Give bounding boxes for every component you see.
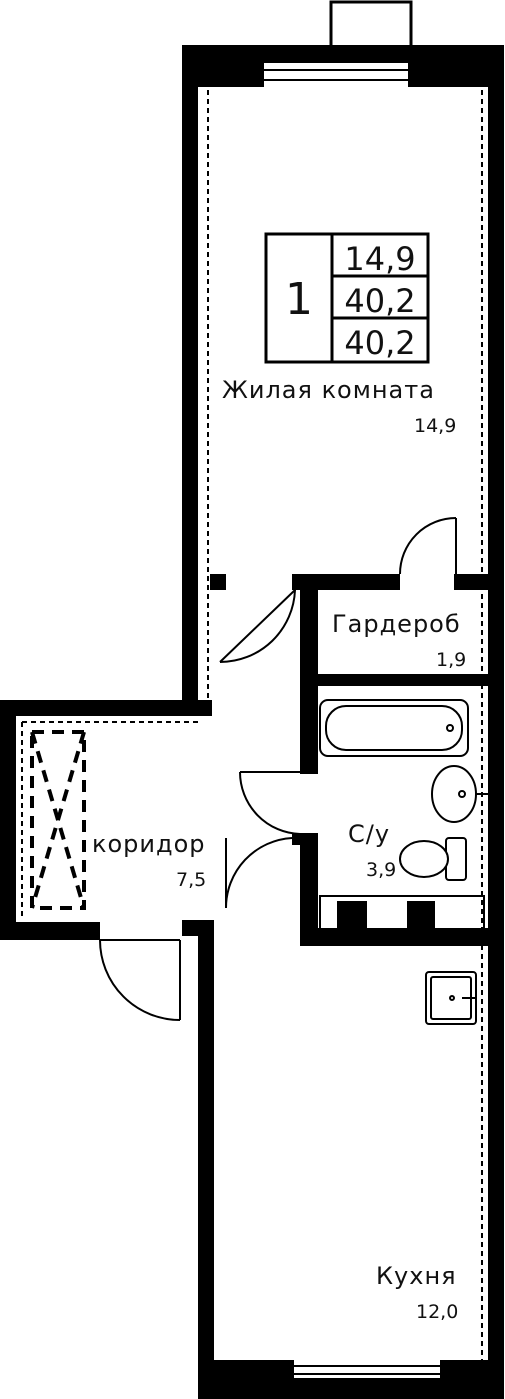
interior-walls <box>210 574 488 946</box>
kitchen-name: Кухня <box>376 1262 457 1290</box>
corridor-name: коридор <box>92 830 206 858</box>
living-area-value: 14,9 <box>344 240 415 278</box>
top-window-box <box>329 0 413 50</box>
bathroom-area: 3,9 <box>366 859 396 881</box>
bathroom-name: С/у <box>348 820 390 848</box>
wardrobe-area: 1,9 <box>436 649 466 671</box>
insulation-dashes <box>21 90 483 1360</box>
closet-cross <box>30 730 86 910</box>
rooms-count: 1 <box>285 274 313 325</box>
room-labels: Жилая комната 14,9 Гардероб 1,9 С/у 3,9 … <box>92 376 466 1323</box>
kitchen-area: 12,0 <box>416 1301 458 1323</box>
living-room-name: Жилая комната <box>222 376 435 404</box>
bath-counter <box>319 895 485 931</box>
bathtub-icon <box>319 699 469 757</box>
total-area-alt-value: 40,2 <box>344 324 415 362</box>
toilet-icon <box>399 837 467 881</box>
doors <box>99 517 457 1021</box>
wardrobe-name: Гардероб <box>332 610 461 638</box>
total-area-value: 40,2 <box>344 282 415 320</box>
top-window <box>264 69 408 81</box>
corridor-area: 7,5 <box>176 869 206 891</box>
summary-badge: 1 14,9 40,2 40,2 <box>264 232 430 364</box>
living-room-area: 14,9 <box>414 415 456 437</box>
outer-walls <box>0 45 504 1399</box>
sink-icon <box>431 765 488 823</box>
kitchen-sink-icon <box>425 971 477 1025</box>
bottom-window <box>294 1365 440 1375</box>
